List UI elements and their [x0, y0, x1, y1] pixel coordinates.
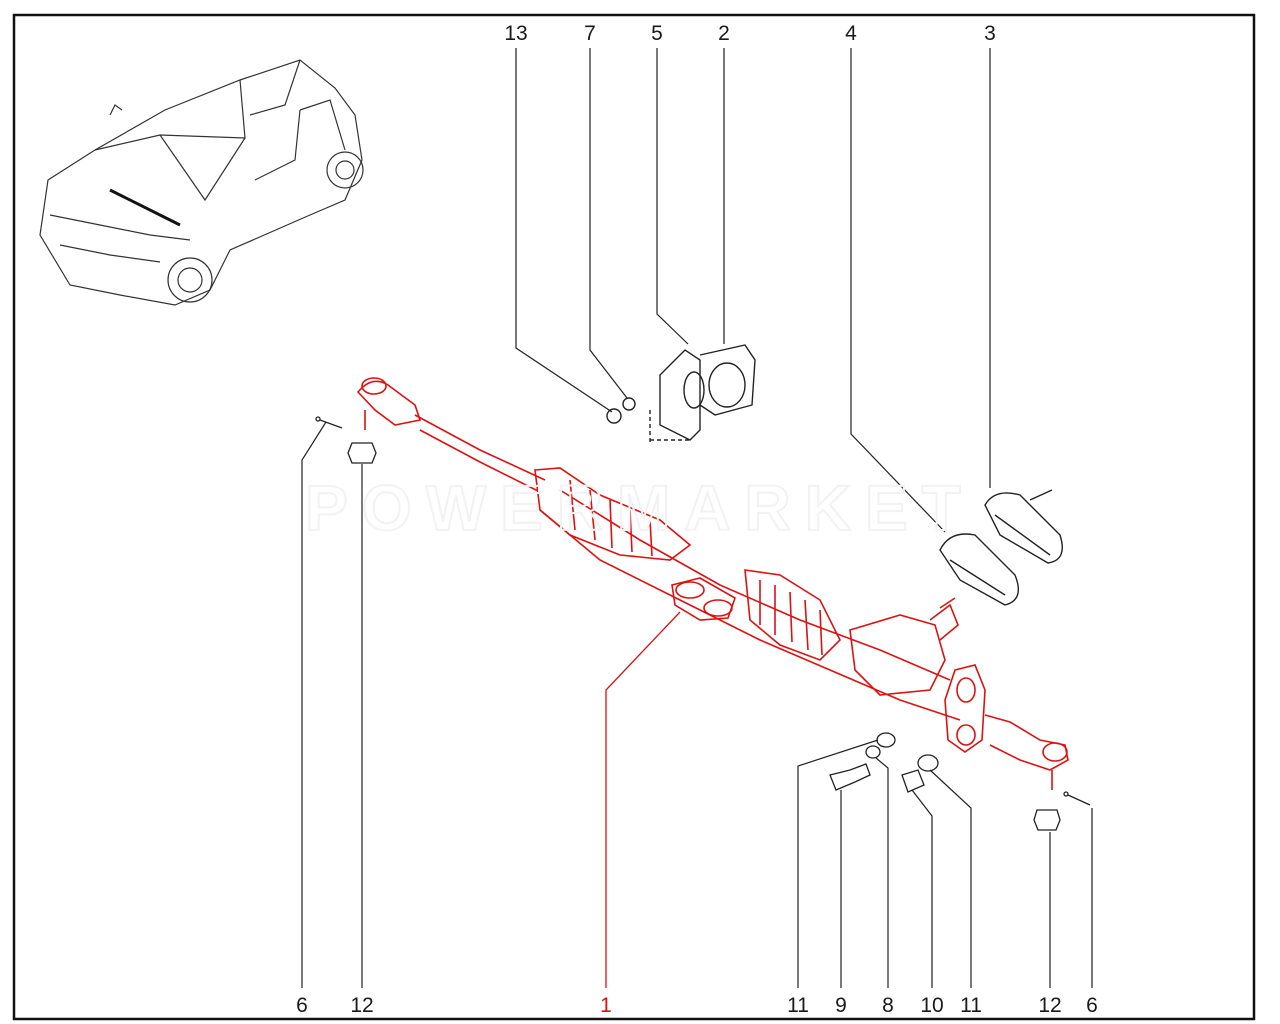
callout-5: 5: [651, 22, 663, 45]
callout-11-left: 11: [787, 994, 809, 1017]
callout-6-left: 6: [296, 994, 308, 1017]
callout-11-right: 11: [960, 994, 982, 1017]
callout-8: 8: [882, 994, 894, 1017]
callout-13: 13: [504, 22, 527, 45]
callout-9: 9: [835, 994, 847, 1017]
hardware: [315, 416, 1091, 831]
callout-1: 1: [600, 994, 612, 1017]
watermark: POWERMARKET: [305, 472, 975, 544]
steering-rack: [356, 377, 1069, 790]
callout-2: 2: [718, 22, 730, 45]
steering-rings: [939, 489, 1063, 606]
car-illustration: [39, 59, 364, 306]
leader-lines: [301, 48, 1093, 988]
callout-12-left: 12: [350, 994, 373, 1017]
leader-line-1: [605, 611, 681, 988]
callout-3: 3: [984, 22, 996, 45]
callout-10: 10: [920, 994, 943, 1017]
callout-12-right: 12: [1038, 994, 1061, 1017]
diagram-border: [12, 13, 1256, 1021]
callout-6-right: 6: [1086, 994, 1098, 1017]
callout-7: 7: [584, 22, 596, 45]
callout-4: 4: [845, 22, 857, 45]
bracket-assembly: [606, 344, 756, 445]
